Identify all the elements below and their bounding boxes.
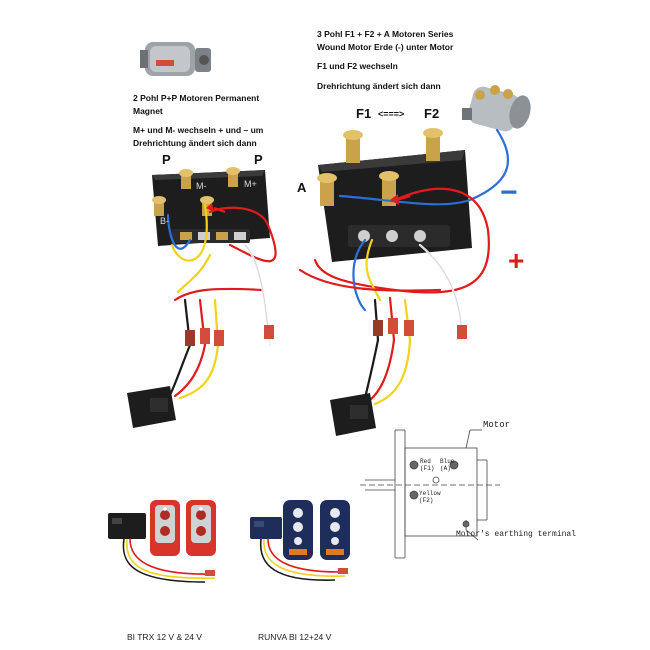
left-wires [166,203,277,400]
series-motor-desc-line4: Drehrichtung ändert sich dann [317,81,441,91]
right-connectors [373,318,467,339]
bi-trx-remote-kit [108,500,216,583]
pole-label-left: P [162,152,171,167]
series-motor-desc-line1: 3 Pohl F1 + F2 + A Motoren Series [317,29,454,39]
left-stud-m-plus [226,167,240,187]
right-solenoid [317,128,472,262]
runva-caption: RUNVA BI 12+24 V [258,632,332,642]
schematic-yellow-f2-label: Yellow (F2) [419,490,441,504]
series-motor-image [462,85,531,132]
pm-motor-desc-line3: M+ und M- wechseln + und – um [133,125,264,135]
f2-label: F2 [424,106,440,121]
terminal-m-minus-label: M- [196,181,207,191]
left-stud-m-minus [179,169,193,189]
right-red-arrow [390,194,411,205]
negative-sign: − [500,176,518,209]
navy-remote-right [320,500,350,560]
right-wires [298,128,509,406]
red-remote-right [186,500,216,556]
red-remote-left [150,500,180,556]
pm-motor-image [140,42,211,76]
terminal-m-plus-label: M+ [244,179,257,189]
terminal-b-minus-label: B- [160,216,169,226]
right-stud-f1 [343,130,363,163]
runva-remote-kit [250,500,350,581]
series-motor-desc-line2: Wound Motor Erde (-) unter Motor [317,42,454,52]
series-motor-desc-line3: F1 und F2 wechseln [317,61,398,71]
right-stud-f2 [423,128,443,161]
schematic-blue-a-label: Blue (A) [440,458,455,472]
bi-trx-caption: BI TRX 12 V & 24 V [127,632,202,642]
pm-motor-desc-line1: 2 Pohl P+P Motoren Permanent [133,93,260,103]
schematic-motor-label: Motor [483,420,511,430]
left-connectors [185,325,274,346]
f1-f2-swap-arrow: <===> [378,109,405,119]
pole-label-right: P [254,152,263,167]
left-control-box [127,386,176,428]
pm-motor-desc-line2: Magnet [133,106,163,116]
left-red-arrow [206,203,226,214]
left-stud-b-minus [152,196,166,216]
a-label: A [297,180,307,195]
right-control-box [330,393,376,436]
motor-schematic [360,429,500,559]
f1-label: F1 [356,106,372,121]
pm-motor-desc-line4: Drehrichtung ändert sich dann [133,138,257,148]
schematic-earthing-label: Motor's earthing terminal [456,530,577,539]
right-stud-a [317,173,337,206]
navy-remote-left [283,500,313,560]
positive-sign: + [508,245,525,276]
schematic-red-f1-label: Red (F1) [420,458,435,472]
